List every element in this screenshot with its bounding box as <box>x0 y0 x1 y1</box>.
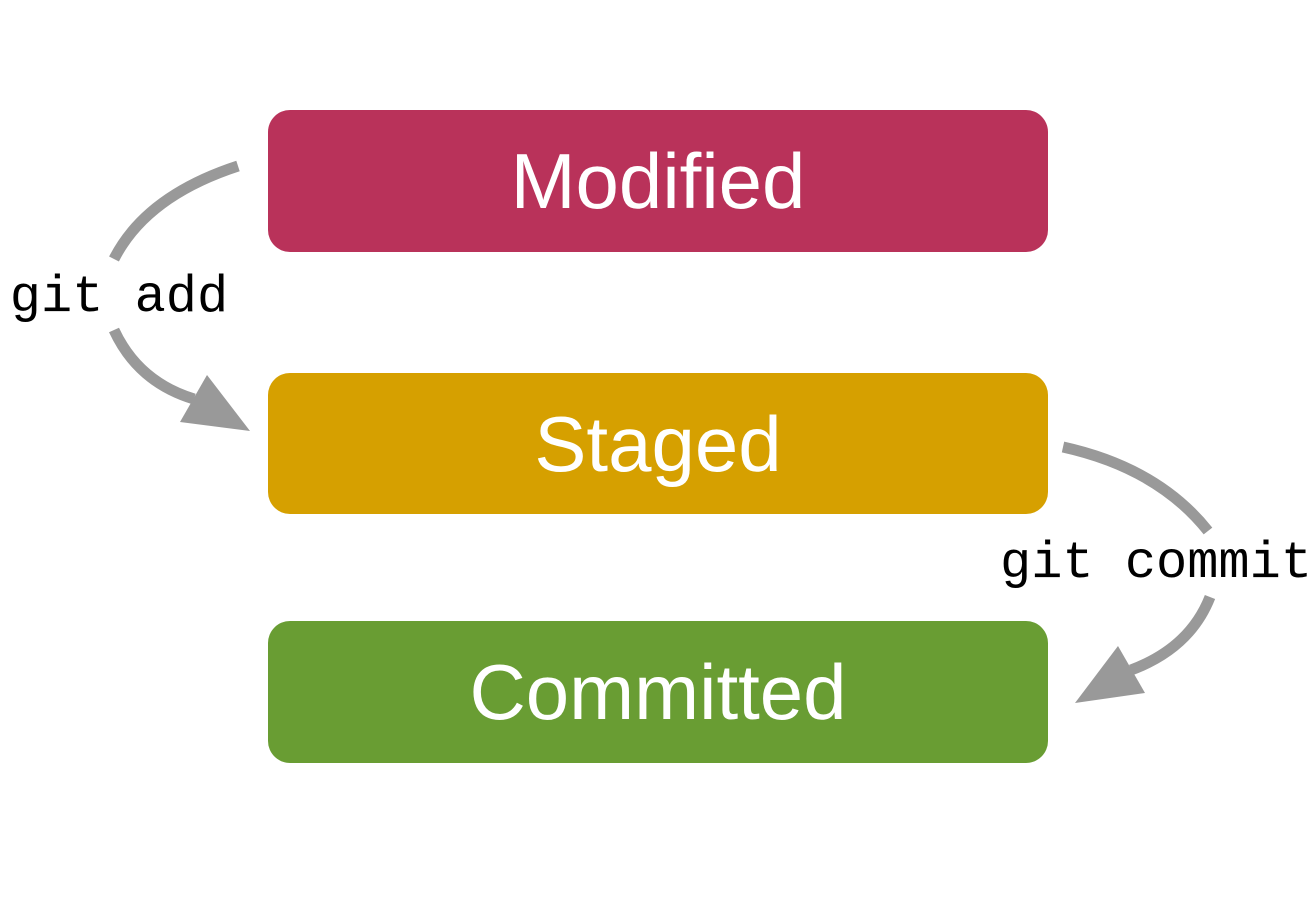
arrow-git-commit-tail <box>1061 441 1213 535</box>
node-committed-label: Committed <box>469 648 847 736</box>
arrow-git-commit <box>1061 441 1216 703</box>
node-modified-label: Modified <box>510 137 806 225</box>
node-modified: Modified <box>268 110 1048 252</box>
node-staged: Staged <box>268 373 1048 514</box>
arrow-git-add-tail <box>109 160 240 262</box>
arrow-git-commit-shaft <box>1129 594 1216 676</box>
arrow-git-commit-head-icon <box>1075 646 1145 703</box>
edge-label-git-add: git add <box>9 268 229 327</box>
node-committed: Committed <box>268 621 1048 763</box>
arrow-git-add-shaft <box>109 327 196 405</box>
node-staged-label: Staged <box>534 399 782 488</box>
edge-label-git-commit: git commit <box>1000 534 1312 593</box>
arrow-git-add-head-icon <box>180 375 250 431</box>
arrow-git-add <box>109 160 250 431</box>
